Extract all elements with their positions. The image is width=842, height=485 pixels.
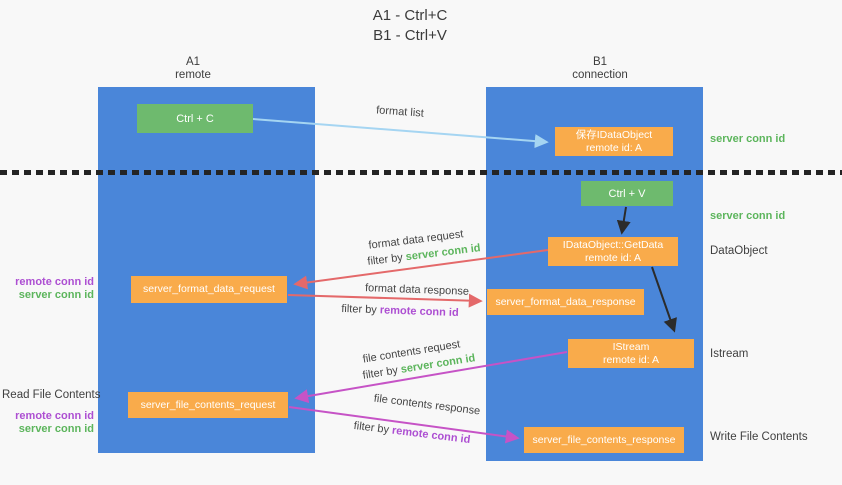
lane-header-b1: B1 connection bbox=[525, 56, 675, 82]
getdata-line1: IDataObject::GetData bbox=[562, 238, 664, 251]
server-file-contents-request-box: server_file_contents_request bbox=[128, 392, 288, 418]
session-divider-dotted-line bbox=[0, 170, 842, 175]
filter-by-text-3: filter by bbox=[361, 364, 399, 382]
left-conn-id-group-top: remote conn id server conn id bbox=[2, 276, 94, 302]
server-conn-id-label-left-bottom: server conn id bbox=[18, 423, 94, 435]
filter-by-text-1: filter by bbox=[366, 251, 404, 268]
lane-b1-role: connection bbox=[572, 69, 628, 81]
lane-b1-name: B1 bbox=[592, 56, 608, 68]
lane-a1-role: remote bbox=[175, 69, 211, 81]
label-file-contents-response: file contents response bbox=[373, 392, 481, 418]
remote-conn-id-label-bottom: remote conn id bbox=[15, 410, 94, 422]
write-file-contents-label: Write File Contents bbox=[710, 431, 808, 443]
remote-conn-id-text-1: remote conn id bbox=[379, 304, 459, 320]
server-conn-id-label-mid: server conn id bbox=[710, 210, 786, 222]
server-file-contents-response-box: server_file_contents_response bbox=[524, 427, 684, 453]
label-format-data-response: format data response bbox=[364, 282, 470, 298]
ctrl-c-box: Ctrl + C bbox=[137, 104, 253, 133]
ctrl-v-box: Ctrl + V bbox=[581, 181, 673, 206]
filter-by-text-2: filter by bbox=[341, 302, 378, 317]
lane-header-a1: A1 remote bbox=[118, 56, 268, 82]
server-format-data-request-box: server_format_data_request bbox=[131, 276, 287, 303]
getdata-box: IDataObject::GetData remote id: A bbox=[548, 237, 678, 266]
read-file-contents-label: Read File Contents bbox=[2, 389, 101, 401]
dataobject-label: DataObject bbox=[710, 245, 768, 257]
istream-label: Istream bbox=[710, 348, 749, 360]
getdata-line2: remote id: A bbox=[584, 251, 642, 264]
save-dataobject-line2: remote id: A bbox=[585, 141, 643, 154]
title-line-1: A1 - Ctrl+C bbox=[372, 7, 448, 24]
istream-line2: remote id: A bbox=[602, 353, 660, 366]
left-conn-id-group-bottom: Read File Contents remote conn id server… bbox=[2, 389, 101, 436]
filter-by-text-4: filter by bbox=[353, 419, 390, 437]
label-filter-by-remote-conn-1: filter by remote conn id bbox=[340, 303, 460, 319]
istream-line1: IStream bbox=[612, 340, 650, 353]
server-conn-id-label-left-top: server conn id bbox=[18, 289, 94, 301]
remote-conn-id-label-top: remote conn id bbox=[15, 276, 94, 288]
lane-a1-name: A1 bbox=[185, 56, 201, 68]
save-dataobject-box: 保存IDataObject remote id: A bbox=[555, 127, 673, 156]
label-filter-by-remote-conn-2: filter by remote conn id bbox=[352, 420, 473, 447]
save-dataobject-line1: 保存IDataObject bbox=[575, 128, 653, 141]
server-format-data-response-box: server_format_data_response bbox=[487, 289, 644, 315]
title-line-2: B1 - Ctrl+V bbox=[373, 27, 447, 44]
server-conn-id-label-top: server conn id bbox=[710, 133, 786, 145]
label-format-list: format list bbox=[375, 104, 425, 120]
diagram-title: A1 - Ctrl+C B1 - Ctrl+V bbox=[300, 6, 520, 46]
remote-conn-id-text-2: remote conn id bbox=[391, 424, 471, 447]
istream-box: IStream remote id: A bbox=[568, 339, 694, 368]
